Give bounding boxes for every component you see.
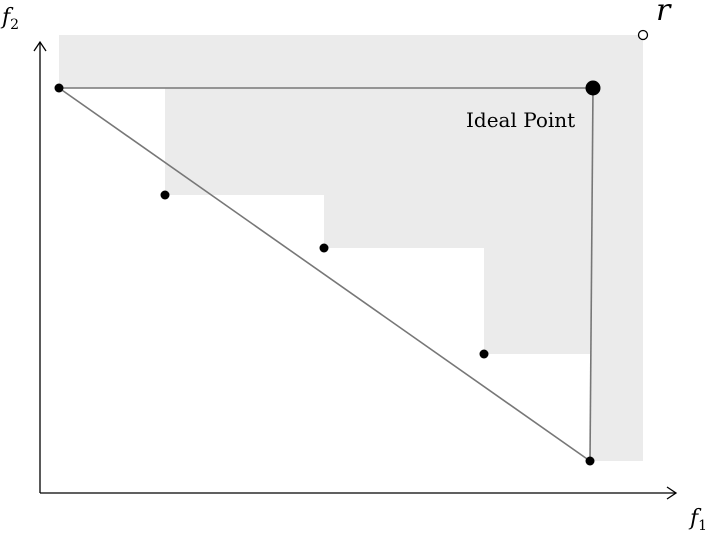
y-axis-label-subscript: 2 — [10, 17, 19, 33]
pareto-point — [160, 190, 170, 200]
triangle-right-edge — [589, 87, 594, 462]
ideal-point-label: Ideal Point — [466, 108, 575, 132]
reference-point-marker — [637, 29, 649, 41]
pareto-point — [319, 243, 329, 253]
ideal-point-marker — [585, 80, 601, 96]
pareto-point — [585, 456, 595, 466]
y-axis-label: f2 — [0, 5, 19, 33]
dominated-region — [59, 35, 643, 461]
ideal-triangle — [58, 87, 594, 462]
y-axis-arrowhead — [33, 40, 47, 52]
pareto-point — [479, 349, 489, 359]
x-axis-label-subscript: 1 — [698, 518, 707, 534]
pareto-point — [54, 83, 64, 93]
x-axis-label: f1 — [688, 506, 707, 534]
x-axis-arrowhead — [666, 486, 678, 500]
pareto-points — [54, 83, 595, 466]
triangle-hypotenuse — [58, 87, 591, 462]
axes — [33, 40, 678, 500]
reference-point-label: r — [656, 0, 672, 28]
